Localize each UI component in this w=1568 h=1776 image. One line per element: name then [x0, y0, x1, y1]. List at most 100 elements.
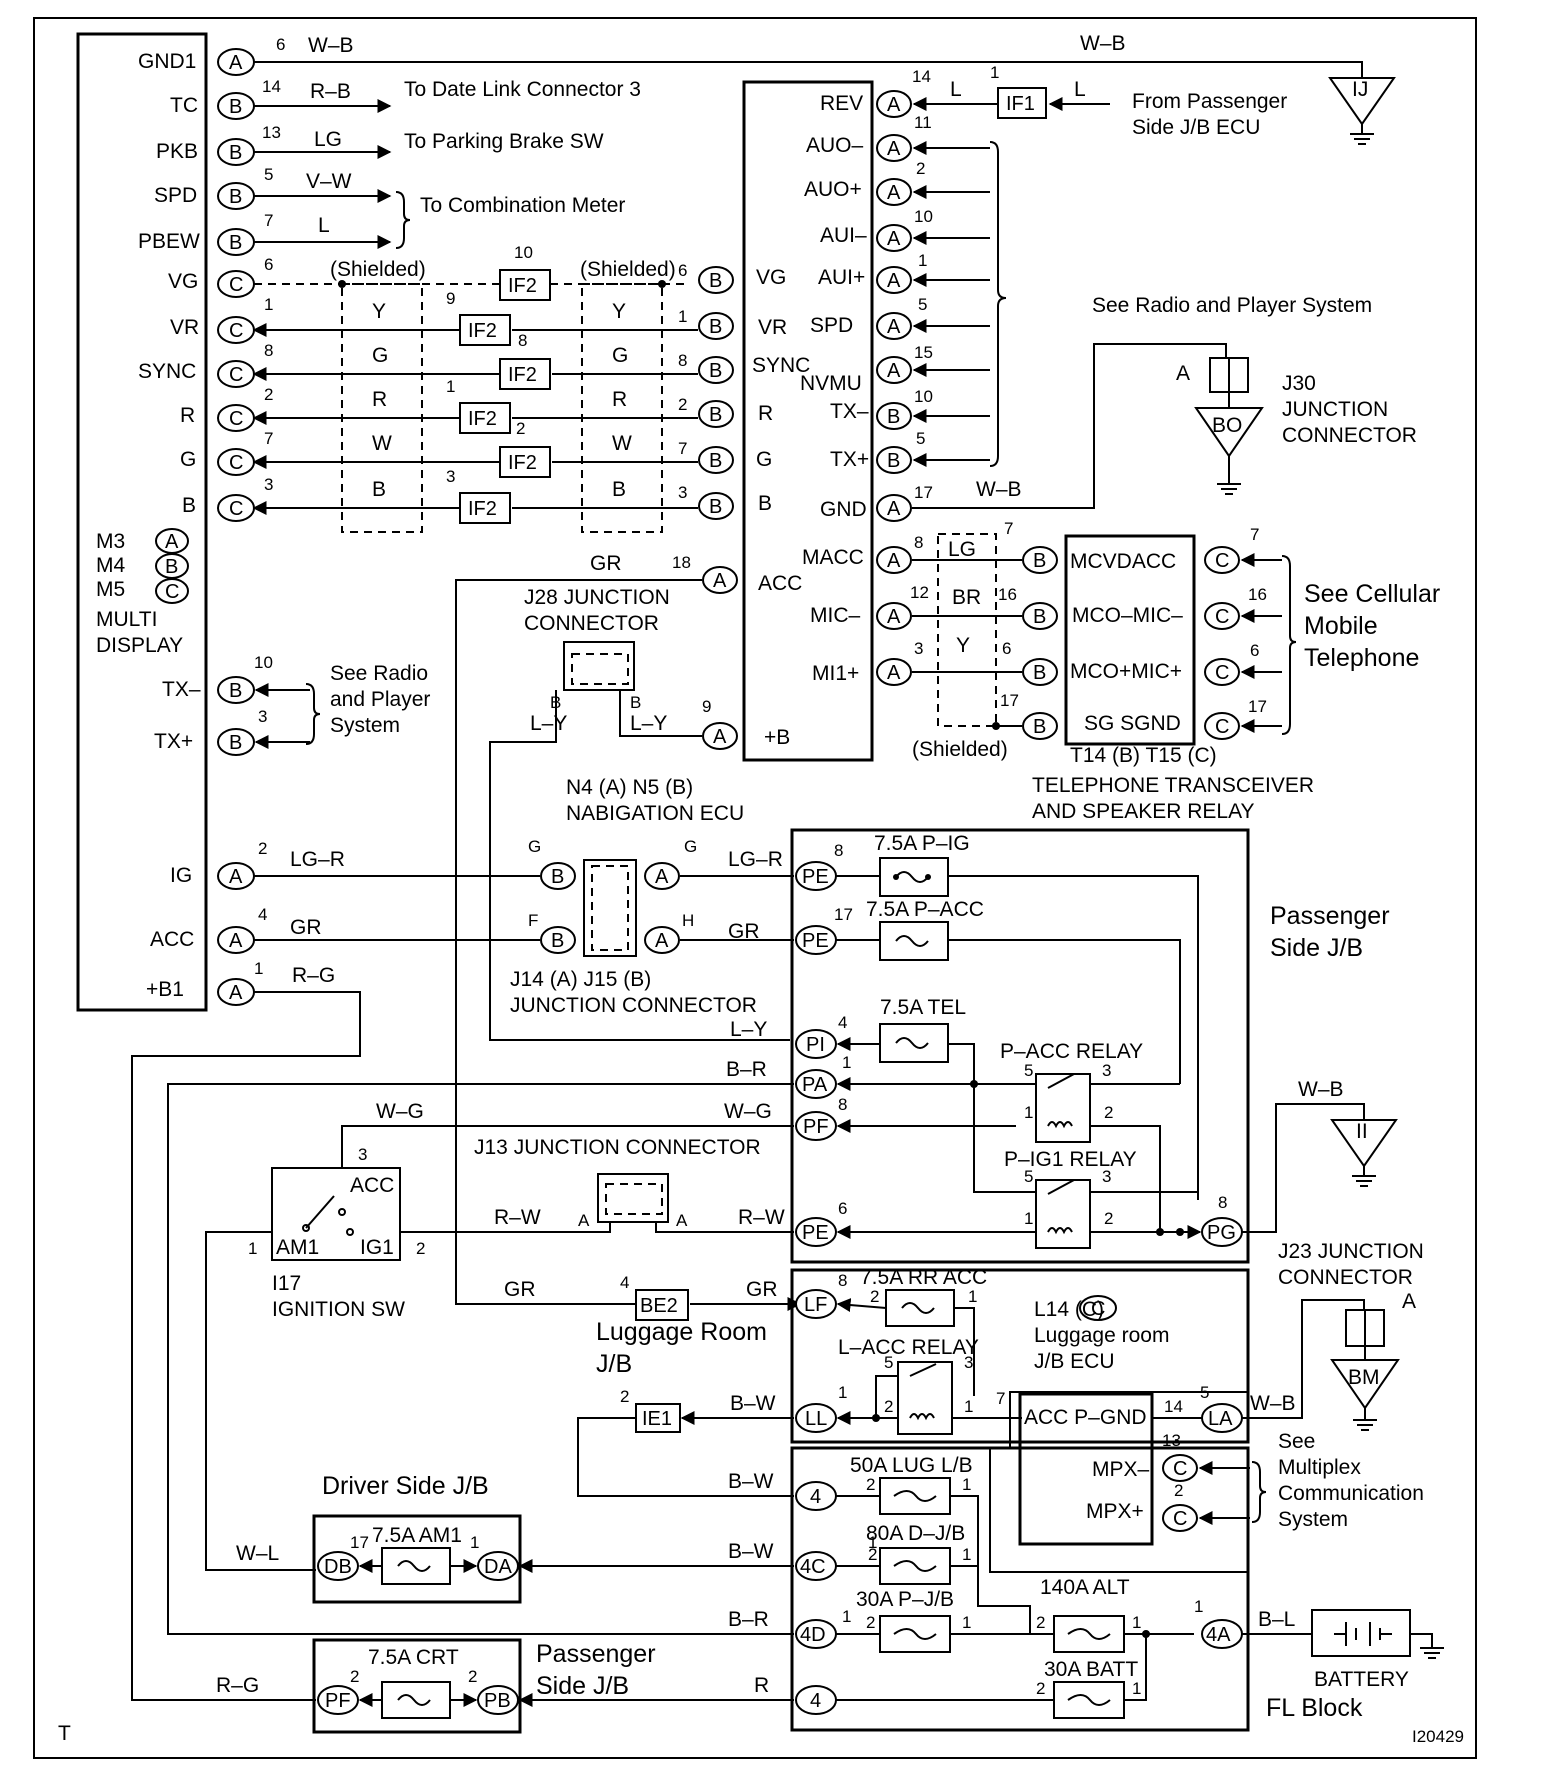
svg-text:3: 3 — [258, 707, 267, 726]
svg-text:2: 2 — [916, 159, 925, 178]
svg-text:6: 6 — [678, 261, 687, 280]
svg-text:2: 2 — [884, 1397, 893, 1416]
svg-text:R–G: R–G — [216, 1674, 259, 1697]
svg-text:R: R — [754, 1674, 769, 1697]
svg-text:2: 2 — [350, 1667, 359, 1686]
multi-display-name: MULTI — [96, 608, 157, 631]
svg-text:16: 16 — [998, 585, 1017, 604]
svg-text:C: C — [229, 408, 243, 430]
svg-text:1: 1 — [968, 1287, 977, 1306]
svg-text:B: B — [229, 96, 242, 118]
svg-text:LF: LF — [804, 1294, 827, 1316]
svg-text:2: 2 — [468, 1667, 477, 1686]
svg-text:10: 10 — [254, 653, 273, 672]
svg-text:PKB: PKB — [156, 140, 198, 163]
svg-text:W–G: W–G — [724, 1100, 772, 1123]
svg-text:1: 1 — [962, 1545, 971, 1564]
svg-text:ACC: ACC — [758, 572, 802, 595]
svg-text:B: B — [165, 556, 178, 578]
svg-text:J30: J30 — [1282, 372, 1316, 395]
svg-text:AUO+: AUO+ — [804, 178, 862, 201]
svg-text:7: 7 — [1250, 525, 1259, 544]
svg-text:7.5A RR ACC: 7.5A RR ACC — [860, 1266, 987, 1289]
svg-text:J13 JUNCTION CONNECTOR: J13 JUNCTION CONNECTOR — [474, 1136, 761, 1159]
svg-text:PA: PA — [802, 1074, 828, 1096]
svg-text:4: 4 — [620, 1273, 629, 1292]
svg-text:15: 15 — [914, 343, 933, 362]
svg-text:J14 (A) J15 (B): J14 (A) J15 (B) — [510, 968, 651, 991]
svg-text:LG–R: LG–R — [728, 848, 783, 871]
svg-text:A: A — [229, 866, 243, 888]
svg-text:2: 2 — [1036, 1679, 1045, 1698]
svg-text:4: 4 — [810, 1690, 821, 1712]
svg-text:A: A — [229, 982, 243, 1004]
svg-text:C: C — [1173, 1458, 1187, 1480]
svg-text:M5: M5 — [96, 578, 125, 601]
svg-text:V–W: V–W — [306, 170, 352, 193]
svg-text:Multiplex: Multiplex — [1278, 1456, 1361, 1479]
svg-text:A: A — [713, 570, 727, 592]
svg-text:B–R: B–R — [726, 1058, 767, 1081]
svg-text:B: B — [229, 732, 242, 754]
svg-text:L: L — [1074, 78, 1086, 101]
svg-text:8: 8 — [264, 341, 273, 360]
svg-text:BATTERY: BATTERY — [1314, 1668, 1409, 1691]
nav-ecu-name: NABIGATION ECU — [566, 802, 744, 825]
svg-text:1: 1 — [1132, 1679, 1141, 1698]
svg-text:11: 11 — [914, 113, 932, 132]
svg-text:See Cellular: See Cellular — [1304, 580, 1440, 608]
svg-text:2: 2 — [264, 385, 273, 404]
svg-text:18: 18 — [672, 553, 691, 572]
svg-text:A: A — [887, 606, 901, 628]
svg-text:To Parking Brake SW: To Parking Brake SW — [404, 130, 604, 153]
svg-text:MCO–MIC–: MCO–MIC– — [1072, 604, 1183, 627]
svg-text:4C: 4C — [800, 1556, 826, 1578]
svg-text:3: 3 — [358, 1145, 367, 1164]
svg-text:A: A — [887, 94, 901, 116]
svg-text:LG: LG — [948, 538, 976, 561]
pjb-feeds: L–Y B–R W–G W–G — [167, 1018, 794, 1635]
svg-text:B: B — [709, 404, 722, 426]
svg-text:From Passenger: From Passenger — [1132, 90, 1287, 113]
svg-text:6: 6 — [838, 1199, 847, 1218]
svg-text:C: C — [1091, 1298, 1105, 1320]
svg-text:2: 2 — [416, 1239, 425, 1258]
svg-text:A: A — [887, 316, 901, 338]
svg-text:9: 9 — [702, 697, 711, 716]
svg-text:B: B — [229, 232, 242, 254]
fl-feeds: B–W B–R R — [518, 1540, 794, 1707]
svg-text:IF2: IF2 — [508, 452, 537, 474]
svg-text:B: B — [229, 680, 242, 702]
svg-text:BO: BO — [1212, 414, 1242, 437]
svg-text:B: B — [551, 866, 564, 888]
svg-text:C: C — [1215, 550, 1229, 572]
svg-text:5: 5 — [1024, 1167, 1033, 1186]
corner-mark: T — [58, 1722, 71, 1745]
svg-text:1: 1 — [964, 1397, 973, 1416]
svg-text:R: R — [758, 402, 773, 425]
svg-text:5: 5 — [918, 295, 927, 314]
svg-text:ACC: ACC — [350, 1174, 394, 1197]
svg-text:SPD: SPD — [154, 184, 197, 207]
svg-text:B–L: B–L — [1258, 1608, 1295, 1631]
svg-text:AM1: AM1 — [276, 1236, 319, 1259]
svg-text:FL Block: FL Block — [1266, 1694, 1363, 1722]
svg-text:and Player: and Player — [330, 688, 430, 711]
svg-text:G: G — [612, 344, 628, 367]
svg-text:TX–: TX– — [830, 400, 869, 423]
svg-text:Passenger: Passenger — [1270, 902, 1390, 930]
svg-text:L–Y: L–Y — [630, 712, 667, 735]
svg-text:B: B — [551, 930, 564, 952]
svg-text:8: 8 — [1218, 1193, 1227, 1212]
svg-text:5: 5 — [264, 165, 273, 184]
svg-text:C: C — [229, 274, 243, 296]
svg-text:B: B — [887, 406, 900, 428]
svg-text:LA: LA — [1208, 1408, 1233, 1430]
svg-text:PB: PB — [484, 1690, 511, 1712]
svg-text:B: B — [229, 186, 242, 208]
svg-text:IJ: IJ — [1352, 78, 1368, 101]
